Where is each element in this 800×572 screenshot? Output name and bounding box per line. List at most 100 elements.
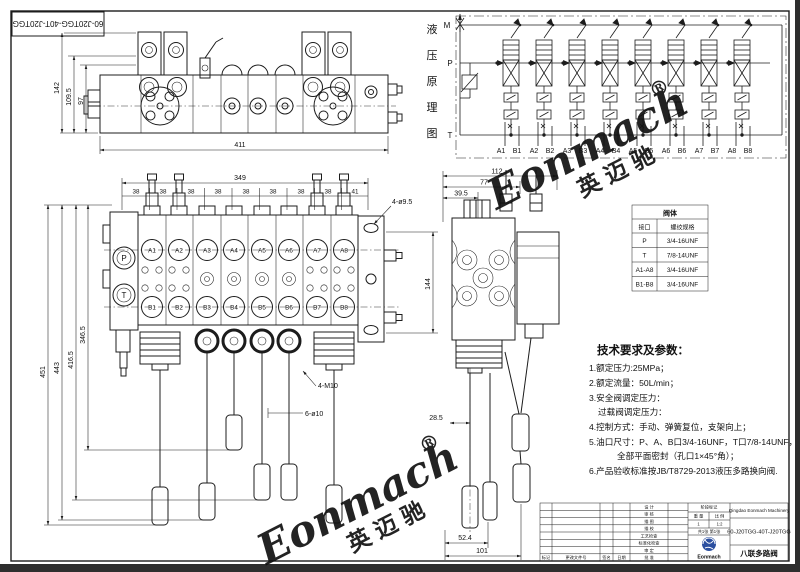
port-a4: A4 (230, 248, 238, 255)
table-spec-p: 3/4-16UNF (667, 238, 698, 245)
note-3b: 过载阀调定压力： (598, 406, 667, 417)
port-a1: A1 (148, 248, 156, 255)
svg-text:签名: 签名 (602, 554, 610, 561)
dim-52-4: 52.4 (458, 535, 472, 542)
port-b5: B5 (258, 305, 266, 312)
tech-notes: 技术要求及参数： 1.额定压力:25MPa； 2.额定流量：50L/min； 3… (589, 343, 797, 476)
scale-label: 比 例 (715, 513, 725, 520)
port-a3: A3 (203, 248, 211, 255)
product-name: 八联多路阀 (739, 548, 778, 558)
tech-notes-title: 技术要求及参数： (597, 343, 689, 357)
stage-label: 阶段标记 (701, 504, 719, 511)
svg-text:批 准: 批 准 (644, 554, 654, 561)
svg-text:审 核: 审 核 (644, 511, 654, 518)
svg-text:工艺检查: 工艺检查 (641, 533, 659, 540)
sch-a1: A1 (497, 148, 506, 155)
svg-text:原: 原 (427, 76, 438, 88)
svg-text:日期: 日期 (617, 555, 625, 561)
dim-443: 443 (54, 362, 61, 374)
seg-9: 41 (351, 189, 359, 196)
dim-28-5: 28.5 (429, 415, 443, 422)
port-t: T (122, 291, 127, 300)
table-row-t: T (643, 253, 647, 260)
dim-411: 411 (234, 142, 245, 149)
port-a2: A2 (175, 248, 183, 255)
sch-b6: B6 (678, 148, 687, 155)
table-row-b: B1-B8 (636, 282, 654, 289)
port-p: P (121, 254, 126, 263)
note-5b: 全部平面密封（孔口1×45°角）； (617, 450, 739, 461)
svg-text:图: 图 (427, 127, 438, 140)
port-b6: B6 (285, 305, 293, 312)
seg-6: 38 (269, 189, 277, 196)
front-view: 349 38 38 38 38 38 38 38 38 41 451 443 4… (40, 173, 438, 526)
callout-4-m10: 4-M10 (318, 383, 338, 390)
note-6: 6.产品验收标准按JB/T8729-2013液压多路换向阀. (589, 465, 778, 476)
sch-a2: A2 (530, 148, 539, 155)
sch-b2: B2 (546, 148, 555, 155)
sch-b3: B3 (579, 148, 588, 155)
dim-451: 451 (40, 366, 47, 378)
scale-value: 1:2 (717, 522, 723, 527)
dim-346-5: 346.5 (80, 326, 87, 344)
table-spec-b: 3/4-16UNF (667, 282, 698, 289)
relief-valve-symbol (460, 63, 479, 99)
dim-416-5: 416.5 (68, 351, 75, 369)
dim-144: 144 (425, 278, 432, 290)
port-b3: B3 (203, 305, 211, 312)
schematic-title: 液 压 原 理 图 (427, 22, 438, 140)
label-m: M (444, 21, 451, 30)
callout-4-d9-5: 4-ø9.5 (392, 199, 412, 206)
sch-b4: B4 (612, 148, 621, 155)
doc-code-box: 60-J20TGG-40T-J20TGG (11, 11, 105, 37)
svg-text:描 校: 描 校 (644, 525, 654, 532)
label-p: P (447, 59, 452, 68)
dim-39-5: 39.5 (454, 191, 468, 198)
hydraulic-schematic: 液 压 原 理 图 M P T (427, 13, 787, 159)
sch-a4: A4 (596, 148, 605, 155)
seg-1: 38 (132, 189, 140, 196)
seg-2: 38 (159, 189, 167, 196)
table-spec-a: 3/4-16UNF (667, 267, 698, 274)
side-view: 112 77 39.5 (429, 169, 560, 560)
svg-text:审 定: 审 定 (644, 547, 654, 554)
table-spec-t: 7/8-14UNF (667, 253, 698, 260)
port-a8: A8 (340, 248, 348, 255)
dim-77: 77 (480, 180, 488, 187)
logo-text: Eonmach (697, 555, 720, 561)
table-row-a: A1-A8 (636, 267, 654, 274)
sch-a8: A8 (728, 148, 737, 155)
port-b8: B8 (340, 305, 348, 312)
note-4: 4.控制方式：手动、弹簧复位，支架向上； (589, 421, 751, 432)
title-block-row-labels: 设 计 审 核 描 图 描 校 工艺检查 标准化检查 审 定 批 准 (639, 504, 661, 562)
seg-3: 38 (187, 189, 195, 196)
company-logo: Eonmach (697, 537, 721, 561)
title-block: 设 计 审 核 描 图 描 校 工艺检查 标准化检查 审 定 批 准 标记 更改… (539, 502, 791, 562)
weight-label: 重 量 (694, 513, 704, 520)
sch-b5: B5 (645, 148, 654, 155)
callout-6-d10: 6-ø10 (305, 411, 323, 418)
svg-text:压: 压 (427, 49, 438, 62)
sch-a7: A7 (695, 148, 704, 155)
seg-5: 38 (242, 189, 250, 196)
label-t: T (448, 131, 453, 140)
sheet-info: 共1张 第1张 (698, 528, 721, 535)
sch-a3: A3 (563, 148, 572, 155)
sch-b7: B7 (711, 148, 720, 155)
sch-a6: A6 (662, 148, 671, 155)
svg-text:理: 理 (427, 101, 438, 114)
dim-101: 101 (476, 548, 488, 555)
port-b7: B7 (313, 305, 321, 312)
table-title: 阀体 (663, 209, 678, 218)
note-2: 2.额定流量：50L/min； (589, 377, 678, 388)
dim-109-5: 109.5 (66, 88, 73, 106)
note-3: 3.安全阀调定压力： (589, 392, 665, 403)
table-col-port: 接口 (638, 224, 650, 232)
weight-value: 1 (697, 522, 700, 527)
seg-7: 38 (297, 189, 305, 196)
port-a7: A7 (313, 248, 321, 255)
top-view: 411 142 109.5 97 (54, 31, 403, 154)
port-a6: A6 (285, 248, 293, 255)
